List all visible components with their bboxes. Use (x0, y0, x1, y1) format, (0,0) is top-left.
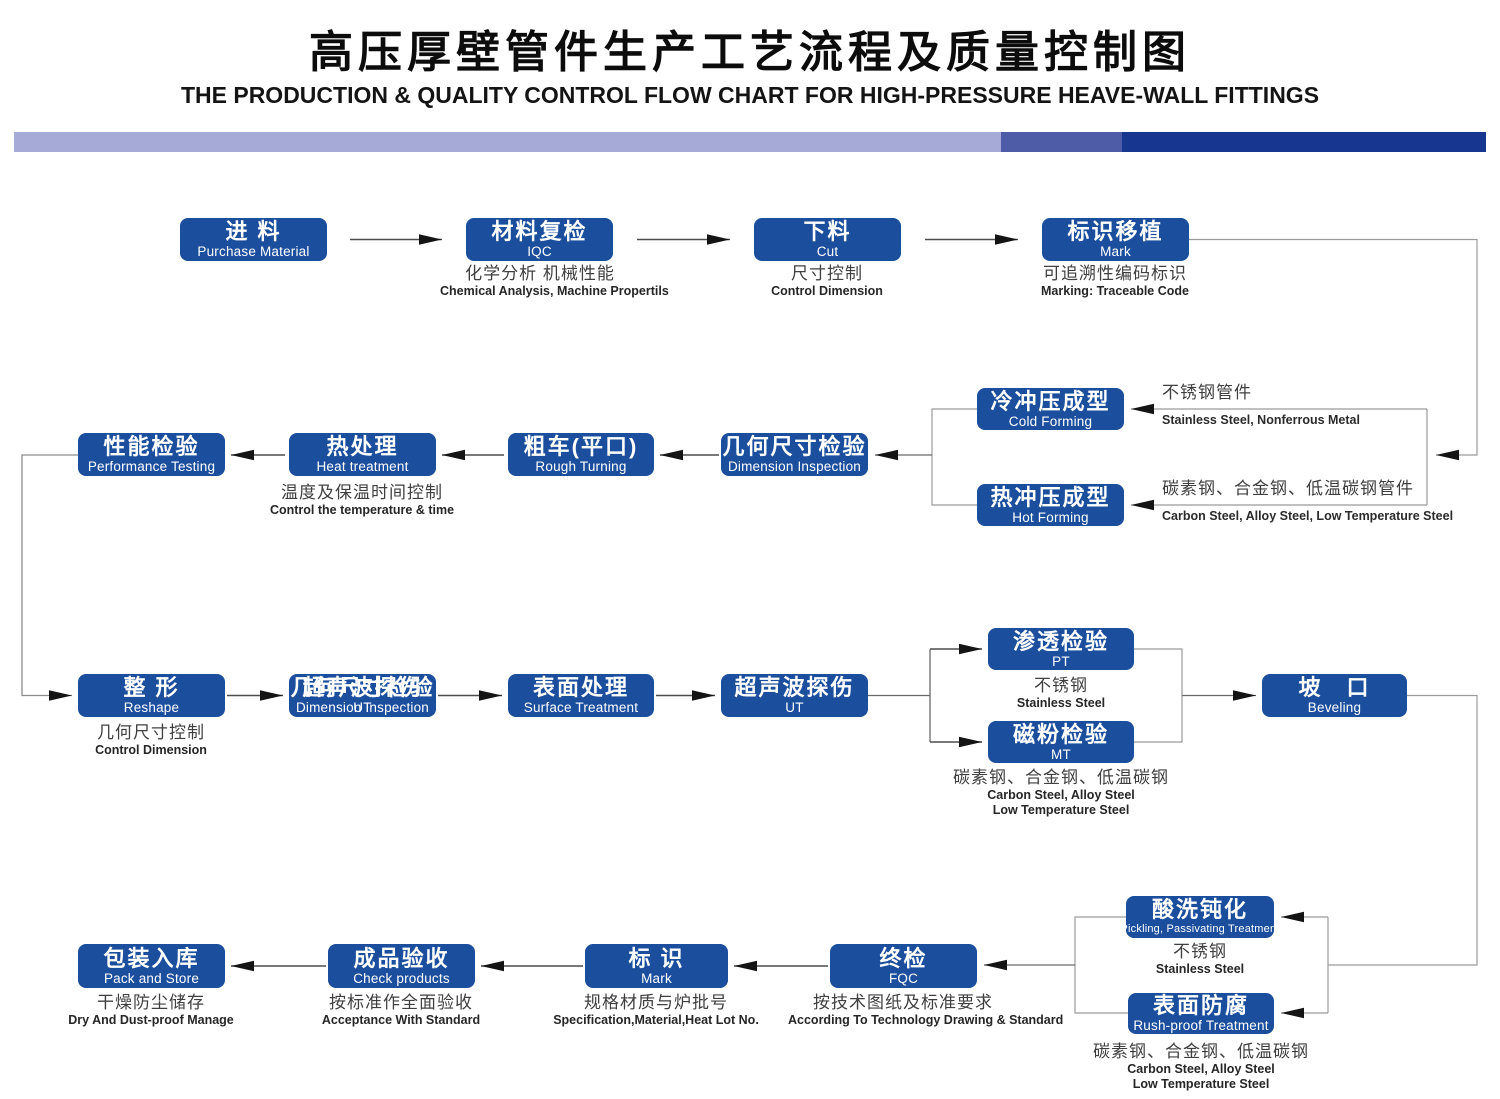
side-label-cold-forming: 不锈钢管件 Stainless Steel, Nonferrous Metal (1162, 383, 1360, 427)
page-title: 高压厚壁管件生产工艺流程及质量控制图 (309, 28, 1191, 77)
node-label-en: Hot Forming (1012, 509, 1089, 525)
note-magnetic-testing: 碳素钢、合金钢、低温碳钢 Carbon Steel, Alloy Steel L… (953, 768, 1169, 817)
node-label-zh: 热冲压成型 (990, 484, 1111, 510)
node-label-en: Surface Treatment (523, 700, 639, 715)
node-pack-and-store: 包装入库 Pack and Store (78, 944, 225, 988)
node-label-zh: 成品验收 (353, 945, 450, 971)
node-label-en: Dimension Inspection (727, 459, 862, 474)
flow-arrows (21, 234, 1478, 1019)
note-heat-treatment: 温度及保温时间控制 Control the temperature & time (269, 483, 455, 517)
node-fqc: 终检 FQC (830, 944, 977, 988)
note-iqc: 化学分析 机械性能 Chemical Analysis, Machine Pro… (440, 264, 669, 298)
node-label-zh: 酸洗钝化 (1151, 896, 1248, 922)
node-rough-turning: 粗车(平口) Rough Turning (508, 433, 654, 476)
node-label-zh: 渗透检验 (1012, 628, 1109, 654)
node-performance-testing: 性能检验 Performance Testing (78, 433, 225, 476)
node-label-en: Beveling (1307, 700, 1362, 715)
node-label-en: Purchase Material (197, 244, 310, 259)
divider-bar-light (14, 132, 1001, 152)
node-label-zh: 进 料 (225, 219, 282, 244)
note-mark-transfer: 可追溯性编码标识 Marking: Traceable Code (1041, 264, 1189, 298)
note-pack: 干燥防尘储存 Dry And Dust-proof Manage (68, 993, 234, 1027)
node-label-zh: 几何尺寸检验 (722, 434, 867, 459)
note-pickling: 不锈钢 Stainless Steel (1155, 942, 1245, 976)
node-label-zh: 表面防腐 (1152, 993, 1249, 1018)
node-magnetic-testing: 磁粉检验 MT (988, 721, 1134, 763)
note-fqc: 按技术图纸及标准要求 According To Technology Drawi… (788, 993, 1064, 1027)
node-dimension-inspection: 几何尺寸检验 Dimension Inspection (721, 433, 868, 476)
node-cold-forming: 冷冲压成型 Cold Forming (977, 388, 1124, 430)
note-penetrant-testing: 不锈钢 Stainless Steel (1016, 676, 1106, 710)
node-label-zh: 表面处理 (532, 675, 629, 700)
node-label-zh: 标 识 (628, 945, 685, 971)
node-label-zh: 下料 (803, 219, 852, 244)
node-label-zh: 标识移植 (1067, 219, 1164, 244)
node-label-zh: 磁粉检验 (1012, 721, 1109, 747)
node-label-en: Cold Forming (1008, 413, 1093, 429)
node-label-zh: 坡 口 (1298, 675, 1371, 700)
node-rust-proof-treatment: 表面防腐 Rush-proof Treatment (1128, 993, 1274, 1034)
node-label-zh: 包装入库 (103, 945, 200, 971)
node-label-en: UT (785, 700, 804, 715)
node-label-en: Cut (816, 244, 839, 259)
node-ultrasonic-testing: 超声波探伤 UT (721, 674, 868, 717)
node-label-en: Rough Turning (535, 459, 627, 474)
node-label-en: PT (1052, 653, 1070, 669)
node-mark-transfer: 标识移植 Mark (1042, 218, 1189, 261)
node-mark-final: 标 识 Mark (585, 944, 728, 988)
note-check: 按标准作全面验收 Acceptance With Standard (321, 993, 481, 1027)
divider-bar (14, 132, 1486, 152)
node-surface-treatment: 表面处理 Surface Treatment (508, 674, 654, 717)
node-label-en: Mark (641, 970, 672, 986)
overlap-layer-ut: 超声波探伤 UT (302, 675, 423, 716)
note-rust-proof: 碳素钢、合金钢、低温碳钢 Carbon Steel, Alloy Steel L… (1093, 1042, 1309, 1091)
divider-bar-mid (1001, 132, 1122, 152)
node-pickling-passivating: 酸洗钝化 Pickling, Passivating Treatment (1120, 896, 1279, 938)
node-label-zh: 粗车(平口) (523, 434, 639, 459)
node-cut: 下料 Cut (754, 218, 901, 261)
node-heat-treatment: 热处理 Heat treatment (289, 433, 436, 476)
node-label-en: Pickling, Passivating Treatment (1120, 922, 1280, 935)
node-label-en: Heat treatment (316, 459, 409, 474)
node-reshape: 整 形 Reshape (78, 674, 225, 717)
node-label-en: MT (1051, 746, 1071, 762)
node-label-zh: 终检 (879, 945, 928, 971)
overlap-layer-dimension: 几何尺寸检验 Dimension Inspection (290, 675, 435, 716)
node-label-zh: 性能检验 (103, 434, 200, 459)
node-label-zh: 超声波探伤 (734, 675, 855, 700)
note-reshape: 几何尺寸控制 Control Dimension (95, 723, 207, 757)
node-label-en: FQC (888, 970, 919, 986)
page-subtitle: THE PRODUCTION & QUALITY CONTROL FLOW CH… (180, 82, 1320, 108)
node-label-en: Pack and Store (103, 970, 200, 986)
node-label-en: Reshape (123, 700, 180, 715)
node-check-products: 成品验收 Check products (328, 944, 475, 988)
divider-bar-dark (1122, 132, 1486, 152)
node-beveling: 坡 口 Beveling (1262, 674, 1407, 717)
note-mark-final: 规格材质与炉批号 Specification,Material,Heat Lot… (553, 993, 759, 1027)
node-label-zh: 材料复检 (491, 219, 588, 244)
node-label-en: Mark (1100, 244, 1131, 259)
node-label-zh: 热处理 (326, 434, 399, 459)
node-label-en: Rush-proof Treatment (1133, 1018, 1269, 1033)
node-purchase-material: 进 料 Purchase Material (180, 218, 327, 261)
node-hot-forming: 热冲压成型 Hot Forming (977, 484, 1124, 526)
node-label-zh: 冷冲压成型 (990, 388, 1111, 414)
node-iqc: 材料复检 IQC (466, 218, 613, 261)
node-label-en: Check products (353, 970, 450, 986)
node-label-en: Performance Testing (87, 459, 216, 474)
node-label-en: IQC (527, 244, 552, 259)
node-label-zh: 整 形 (123, 675, 180, 700)
side-label-hot-forming: 碳素钢、合金钢、低温碳钢管件 Carbon Steel, Alloy Steel… (1162, 479, 1454, 523)
node-penetrant-testing: 渗透检验 PT (988, 628, 1134, 670)
node-overlapped-inspection: 几何尺寸检验 Dimension Inspection 超声波探伤 UT (289, 674, 436, 717)
note-cut: 尺寸控制 Control Dimension (771, 264, 883, 298)
